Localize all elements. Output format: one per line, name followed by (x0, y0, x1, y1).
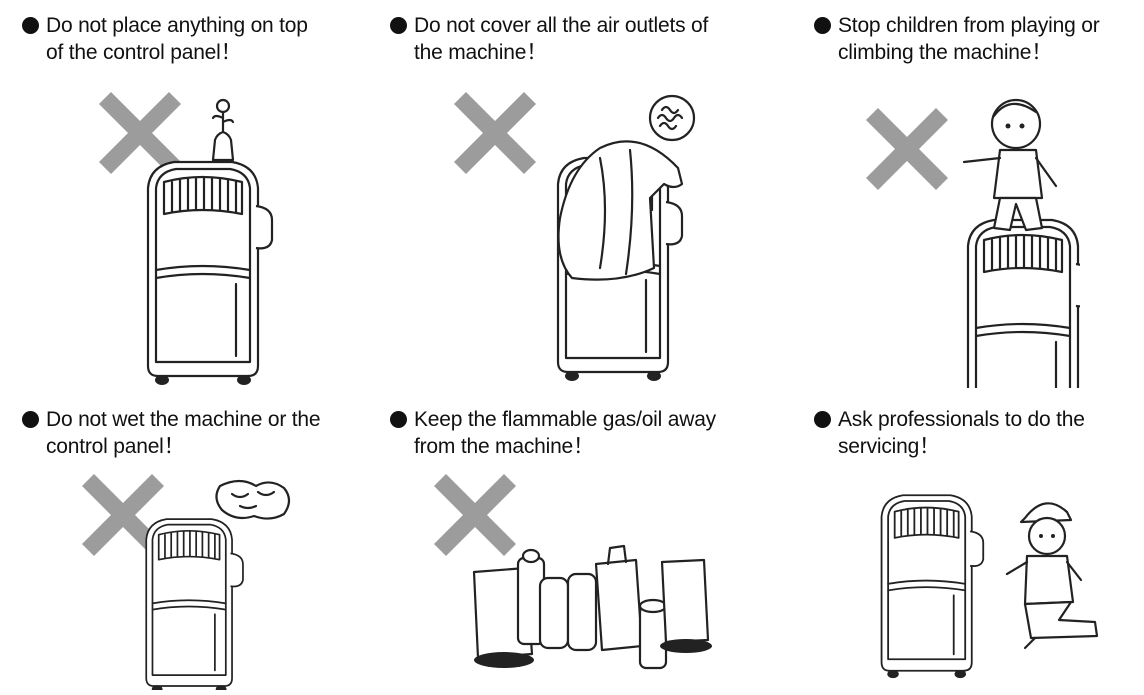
bullet-icon (22, 411, 39, 428)
prohibited-icon (872, 114, 942, 184)
warning-caption-5: Keep the flammable gas/oil away from the… (390, 406, 716, 460)
warning-caption-4: Do not wet the machine or the control pa… (22, 406, 321, 460)
bullet-icon (22, 17, 39, 34)
bullet-icon (814, 17, 831, 34)
warning-text: Do not place anything on top of the cont… (46, 14, 308, 64)
warning-text: Keep the flammable gas/oil away from the… (414, 408, 716, 458)
dehumidifier-icon (146, 160, 274, 387)
bullet-icon (390, 17, 407, 34)
child-icon (962, 98, 1058, 232)
warning-caption-1: Do not place anything on top of the cont… (22, 12, 308, 66)
prohibited-icon (440, 480, 510, 550)
warning-caption-3: Stop children from playing or climbing t… (814, 12, 1100, 66)
technician-illustration (880, 494, 1099, 680)
fuel-cans-icon (472, 544, 712, 670)
prohibited-icon (105, 98, 175, 168)
dehumidifier-icon (145, 518, 244, 690)
technician-icon (1005, 502, 1099, 650)
water-splash-illustration (80, 470, 291, 690)
water-splash-icon (215, 479, 291, 520)
child-climbing-illustration (860, 98, 1080, 388)
cloth-cover-illustration (450, 88, 696, 383)
fuel-cans-illustration (430, 470, 712, 670)
warning-text: Do not wet the machine or the control pa… (46, 408, 321, 458)
dust-circle-icon (648, 94, 696, 142)
vase-on-top-illustration (95, 88, 274, 387)
bullet-icon (814, 411, 831, 428)
warning-caption-2: Do not cover all the air outlets of the … (390, 12, 708, 66)
warning-text: Do not cover all the air outlets of the … (414, 14, 709, 64)
vase-icon (211, 98, 235, 162)
dehumidifier-icon (880, 494, 985, 680)
warning-text: Stop children from playing or climbing t… (838, 14, 1100, 64)
bullet-icon (390, 411, 407, 428)
warning-caption-6: Ask professionals to do the servicing！ (814, 406, 1085, 460)
prohibited-icon (460, 98, 530, 168)
dehumidifier-icon (966, 218, 1080, 388)
warning-text: Ask professionals to do the servicing！ (838, 408, 1085, 458)
cloth-icon (557, 140, 684, 281)
